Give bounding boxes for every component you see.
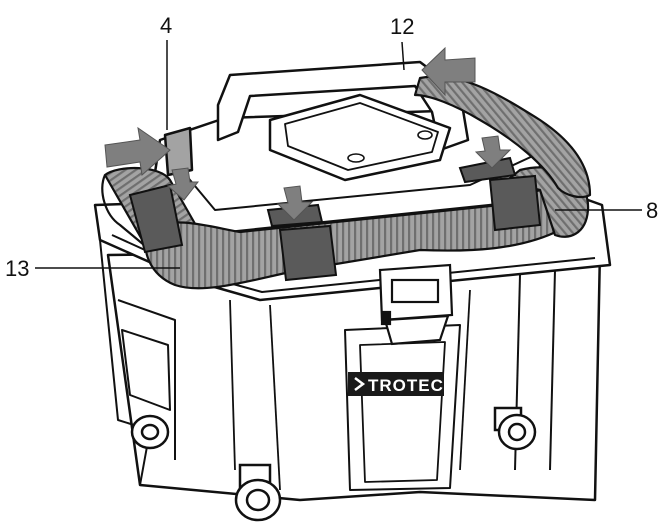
hose-clips (128, 156, 542, 282)
hose-front-segment (144, 188, 562, 290)
arrow-left-top (421, 46, 476, 97)
casters (130, 406, 537, 522)
callout-13: 13 (5, 256, 29, 281)
hose-inlet (163, 126, 194, 177)
callout-8: 8 (646, 198, 658, 223)
hose-clip-left (128, 183, 184, 254)
arrow-down-left (166, 167, 200, 201)
caster-back-right (493, 406, 537, 451)
callout-12: 12 (390, 14, 414, 39)
direction-arrows (104, 46, 512, 221)
caster-front-left (234, 463, 282, 522)
arrow-right-left (104, 126, 171, 176)
callout-4: 4 (160, 13, 172, 38)
front-latch (378, 263, 454, 346)
hose-clip-right (488, 174, 542, 232)
callout-labels: 4 12 8 13 (5, 13, 658, 281)
callout-lines (35, 40, 642, 269)
leader-12 (401, 41, 405, 71)
hose-back-segment (413, 75, 592, 199)
arrow-down-right (474, 135, 512, 169)
arrow-down-front (276, 185, 314, 221)
brand-badge: TROTEC (348, 372, 444, 396)
hose-clip-front (278, 224, 338, 282)
brand-label: TROTEC (368, 376, 444, 395)
caster-back-left (130, 414, 170, 450)
